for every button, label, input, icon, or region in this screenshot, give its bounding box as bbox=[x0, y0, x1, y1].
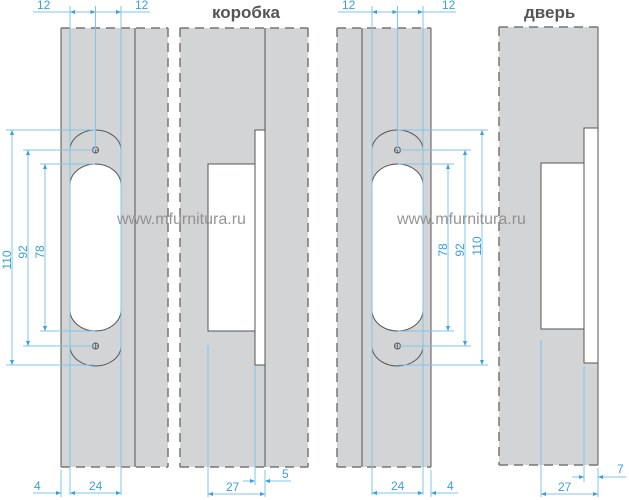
dim-frame-5: 5 bbox=[282, 467, 289, 481]
dim-110: 110 bbox=[470, 236, 484, 255]
dim-frame-27: 27 bbox=[226, 480, 240, 494]
left-dimensions: 12 12 110 92 78 4 24 27 5 bbox=[0, 0, 291, 497]
dim-door-7: 7 bbox=[617, 462, 624, 476]
dim-door-27: 27 bbox=[558, 480, 572, 494]
dim-bottom-24: 24 bbox=[391, 479, 405, 493]
watermark: www.mfurnitura.ru bbox=[396, 211, 526, 228]
door-panel bbox=[498, 26, 599, 466]
dim-78: 78 bbox=[33, 245, 47, 259]
dim-top-right: 12 bbox=[135, 0, 149, 12]
dim-top-right: 12 bbox=[442, 0, 456, 12]
watermark: www.mfurnitura.ru bbox=[116, 211, 246, 228]
dim-110: 110 bbox=[0, 250, 14, 269]
dim-bottom-4: 4 bbox=[447, 479, 454, 493]
door-title: дверь bbox=[524, 3, 575, 22]
right-hinge-plate bbox=[336, 27, 432, 468]
frame-panel bbox=[179, 27, 309, 468]
dim-92: 92 bbox=[16, 245, 30, 259]
dim-bottom-24: 24 bbox=[89, 479, 103, 493]
dim-92: 92 bbox=[453, 243, 467, 257]
left-hinge-plate bbox=[60, 27, 169, 468]
right-dimensions: 12 12 78 92 110 24 4 27 7 bbox=[338, 0, 626, 497]
frame-title: коробка bbox=[212, 3, 280, 22]
dim-bottom-4: 4 bbox=[34, 479, 41, 493]
dim-top-left: 12 bbox=[37, 0, 51, 12]
dim-78: 78 bbox=[436, 243, 450, 257]
dim-top-left: 12 bbox=[342, 0, 356, 12]
